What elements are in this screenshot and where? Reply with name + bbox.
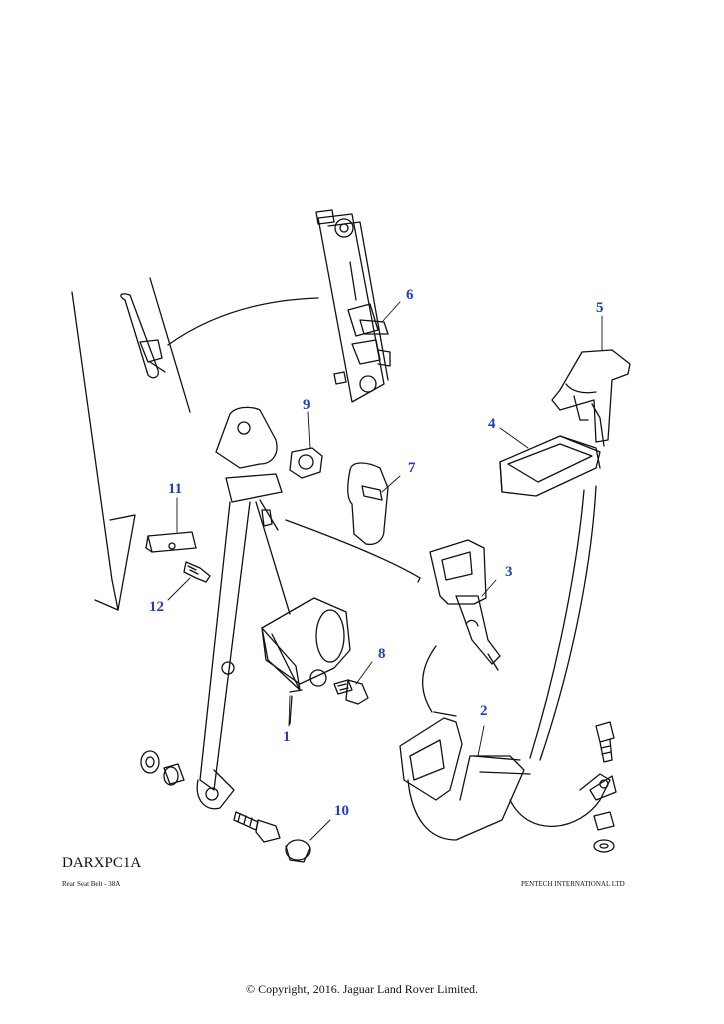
callout-9: 9 (303, 397, 311, 413)
callout-3: 3 (505, 564, 513, 580)
callout-6: 6 (406, 287, 414, 303)
callout-8: 8 (378, 646, 386, 662)
callout-11: 11 (168, 481, 182, 497)
callout-1: 1 (283, 729, 291, 745)
height-adjuster (315, 209, 391, 403)
lower-belt-part-2 (399, 485, 617, 841)
body-pillar (71, 277, 319, 611)
washer-set-right (593, 721, 615, 853)
tray-part-4 (499, 435, 601, 497)
callout-4: 4 (488, 416, 496, 432)
publisher-name: PENTECH INTERNATIONAL LTD (521, 880, 625, 888)
drawing-reference: DARXPC1A (62, 855, 142, 871)
screw-part-12 (183, 561, 211, 583)
buckle-cover-part-5 (551, 349, 631, 447)
callout-labels: 1 2 3 4 5 6 7 8 9 10 11 12 (149, 287, 604, 819)
long-bolt (233, 811, 281, 843)
copyright-notice: © Copyright, 2016. Jaguar Land Rover Lim… (245, 982, 479, 996)
washer-set-left (140, 750, 185, 786)
cap-part-10 (285, 839, 311, 863)
callout-2: 2 (480, 703, 488, 719)
callout-10: 10 (334, 803, 349, 819)
diagram-caption: Rear Seat Belt - 38A (62, 880, 121, 888)
callout-5: 5 (596, 300, 604, 316)
callout-7: 7 (408, 460, 416, 476)
nut-part-9 (289, 447, 323, 479)
belt-assembly-part-1 (196, 406, 421, 810)
buckle-tongue-part-3 (417, 539, 501, 671)
cover-part-7 (347, 462, 389, 546)
leader-lines (167, 301, 603, 841)
bolt-part-8 (333, 679, 369, 705)
callout-12: 12 (149, 599, 164, 615)
bracket-part-11 (145, 531, 197, 553)
